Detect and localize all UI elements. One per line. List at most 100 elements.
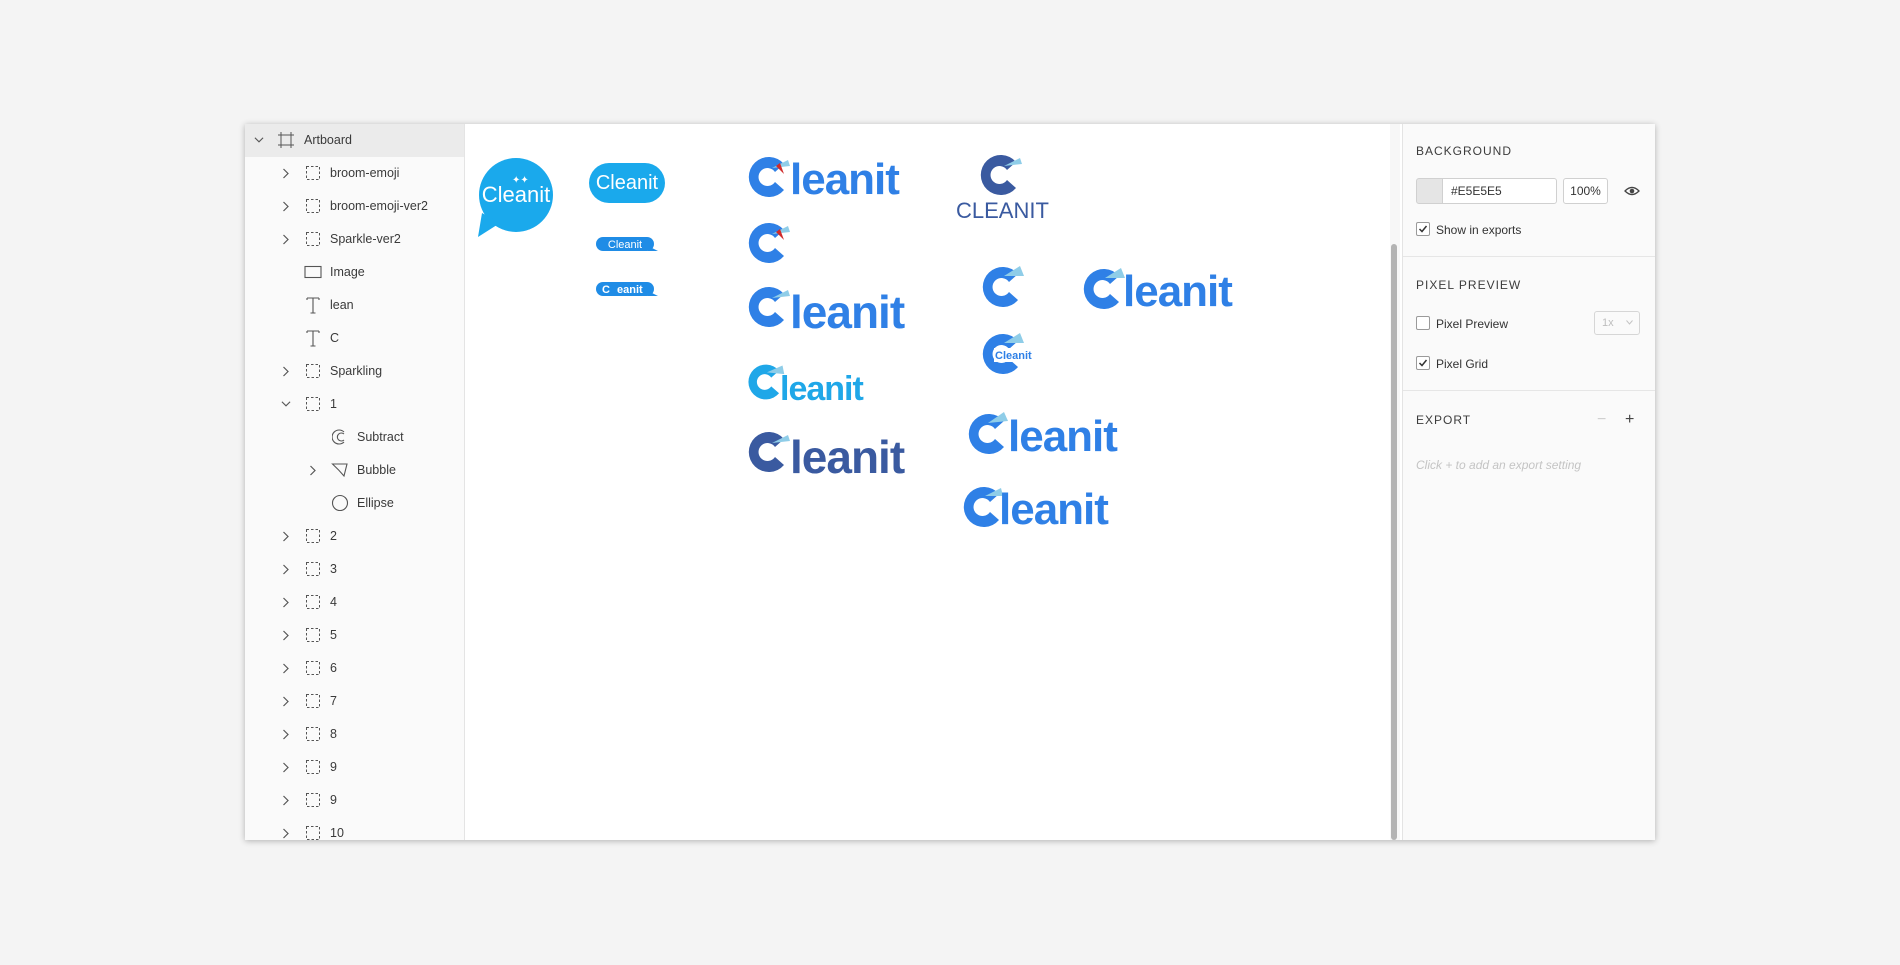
property-inspector: BACKGROUND #E5E5E5 100% Show in exports … <box>1402 124 1655 840</box>
chevron-down-icon[interactable] <box>254 135 264 145</box>
wordmark-text: leanit <box>1008 412 1118 461</box>
chevron-right-icon[interactable] <box>281 366 291 376</box>
layer-row[interactable]: Artboard <box>245 124 464 157</box>
chevron-right-icon[interactable] <box>281 663 291 673</box>
ellipse-icon <box>331 494 349 512</box>
canvas-scrollbar-thumb[interactable] <box>1391 244 1397 840</box>
c-mark-icon <box>748 287 790 327</box>
logo-cleanit-7[interactable]: leanit <box>966 409 1126 461</box>
c-mark-with-text[interactable]: Cleanit <box>980 331 1040 377</box>
group-icon <box>304 395 322 413</box>
chevron-right-icon[interactable] <box>281 597 291 607</box>
layer-name: C <box>330 331 340 345</box>
pixel-preview-scale-select[interactable]: 1x <box>1594 311 1640 335</box>
wordmark-caps-text: CLEANIT <box>956 198 1049 223</box>
c-mark-icon <box>748 432 790 472</box>
group-icon <box>304 626 322 644</box>
chevron-right-icon[interactable] <box>281 762 291 772</box>
layer-row[interactable]: Ellipse <box>245 487 464 520</box>
layer-row[interactable]: Bubble <box>245 454 464 487</box>
wordmark-text: leanit <box>790 155 900 204</box>
layer-row[interactable]: 9 <box>245 751 464 784</box>
pill-logo-large-text: Cleanit <box>596 172 659 194</box>
layer-row[interactable]: broom-emoji <box>245 157 464 190</box>
layer-row[interactable]: 2 <box>245 520 464 553</box>
layer-row[interactable]: lean <box>245 289 464 322</box>
chevron-right-icon[interactable] <box>281 795 291 805</box>
text-icon <box>304 329 322 347</box>
chevron-right-icon[interactable] <box>281 729 291 739</box>
artboard-canvas[interactable]: Cleanit ✦✦ Cleanit Cleanit C eanit <box>466 124 1401 840</box>
chevron-right-icon[interactable] <box>281 630 291 640</box>
chevron-right-icon[interactable] <box>281 531 291 541</box>
layer-row[interactable]: broom-emoji-ver2 <box>245 190 464 223</box>
layer-name: 9 <box>330 760 337 774</box>
background-hex-input[interactable]: #E5E5E5 <box>1442 178 1557 204</box>
group-icon <box>304 659 322 677</box>
layer-row[interactable]: 4 <box>245 586 464 619</box>
logo-cleanit-caps[interactable]: CLEANIT <box>956 152 1056 224</box>
rectangle-icon <box>304 263 322 281</box>
logo-cleanit-3[interactable]: leanit <box>746 358 876 408</box>
show-in-exports-checkbox[interactable] <box>1416 222 1430 236</box>
layer-name: Sparkle-ver2 <box>330 232 401 246</box>
chevron-right-icon[interactable] <box>281 168 291 178</box>
layer-row[interactable]: 9 <box>245 784 464 817</box>
group-icon <box>304 230 322 248</box>
layer-row[interactable]: 7 <box>245 685 464 718</box>
c-mark-icon <box>980 155 1022 195</box>
pill-logo-small-split[interactable]: C eanit <box>596 281 658 297</box>
chevron-right-icon[interactable] <box>281 828 291 838</box>
layer-row[interactable]: C <box>245 322 464 355</box>
wordmark-text: leanit <box>780 370 864 408</box>
logo-cleanit-4[interactable]: leanit <box>746 427 916 483</box>
layer-row[interactable]: Subtract <box>245 421 464 454</box>
layer-row[interactable]: 6 <box>245 652 464 685</box>
artboard-icon <box>277 131 295 149</box>
chevron-right-icon[interactable] <box>281 201 291 211</box>
add-export-button[interactable]: + <box>1625 411 1635 428</box>
layer-row[interactable]: 5 <box>245 619 464 652</box>
pill-logo-small[interactable]: Cleanit <box>596 236 658 252</box>
chevron-right-icon[interactable] <box>281 564 291 574</box>
logo-cleanit-2[interactable]: leanit <box>746 282 916 338</box>
layer-name: 10 <box>330 826 344 840</box>
pill-logo-large[interactable]: Cleanit <box>588 162 666 204</box>
chevron-right-icon[interactable] <box>281 696 291 706</box>
chevron-right-icon[interactable] <box>308 465 318 475</box>
checkmark-icon <box>1418 225 1428 233</box>
checkmark-icon <box>1418 359 1428 367</box>
eye-icon[interactable] <box>1624 184 1640 198</box>
layer-row[interactable]: 3 <box>245 553 464 586</box>
layer-row[interactable]: Sparkling <box>245 355 464 388</box>
background-color-swatch[interactable] <box>1416 178 1443 204</box>
background-opacity-input[interactable]: 100% <box>1563 178 1608 204</box>
chevron-down-icon[interactable] <box>281 399 291 409</box>
layer-name: 4 <box>330 595 337 609</box>
logo-cleanit-8[interactable]: leanit <box>961 482 1121 534</box>
pill-logo-small-text: Cleanit <box>608 239 642 251</box>
pill-logo-c: C <box>602 284 610 296</box>
c-mark-light[interactable] <box>980 264 1026 310</box>
group-icon <box>304 593 322 611</box>
bubble-logo-large[interactable]: Cleanit ✦✦ <box>476 157 558 239</box>
text-icon <box>304 296 322 314</box>
layer-row[interactable]: 10 <box>245 817 464 840</box>
layer-row[interactable]: 1 <box>245 388 464 421</box>
logo-cleanit-6[interactable]: leanit <box>1081 264 1241 316</box>
chevron-right-icon[interactable] <box>281 234 291 244</box>
layer-name: 6 <box>330 661 337 675</box>
wordmark-text: leanit <box>790 431 905 483</box>
layer-row[interactable]: Image <box>245 256 464 289</box>
layer-row[interactable]: 8 <box>245 718 464 751</box>
remove-export-button[interactable]: − <box>1597 411 1607 428</box>
c-mark-small-red[interactable] <box>746 220 792 266</box>
pixel-preview-checkbox[interactable] <box>1416 316 1430 330</box>
group-icon <box>304 758 322 776</box>
layer-row[interactable]: Sparkle-ver2 <box>245 223 464 256</box>
wordmark-text: leanit <box>999 485 1109 534</box>
layer-name: Image <box>330 265 365 279</box>
pixel-grid-checkbox[interactable] <box>1416 356 1430 370</box>
logo-cleanit-1[interactable]: leanit <box>746 152 906 204</box>
layer-name: Sparkling <box>330 364 383 378</box>
